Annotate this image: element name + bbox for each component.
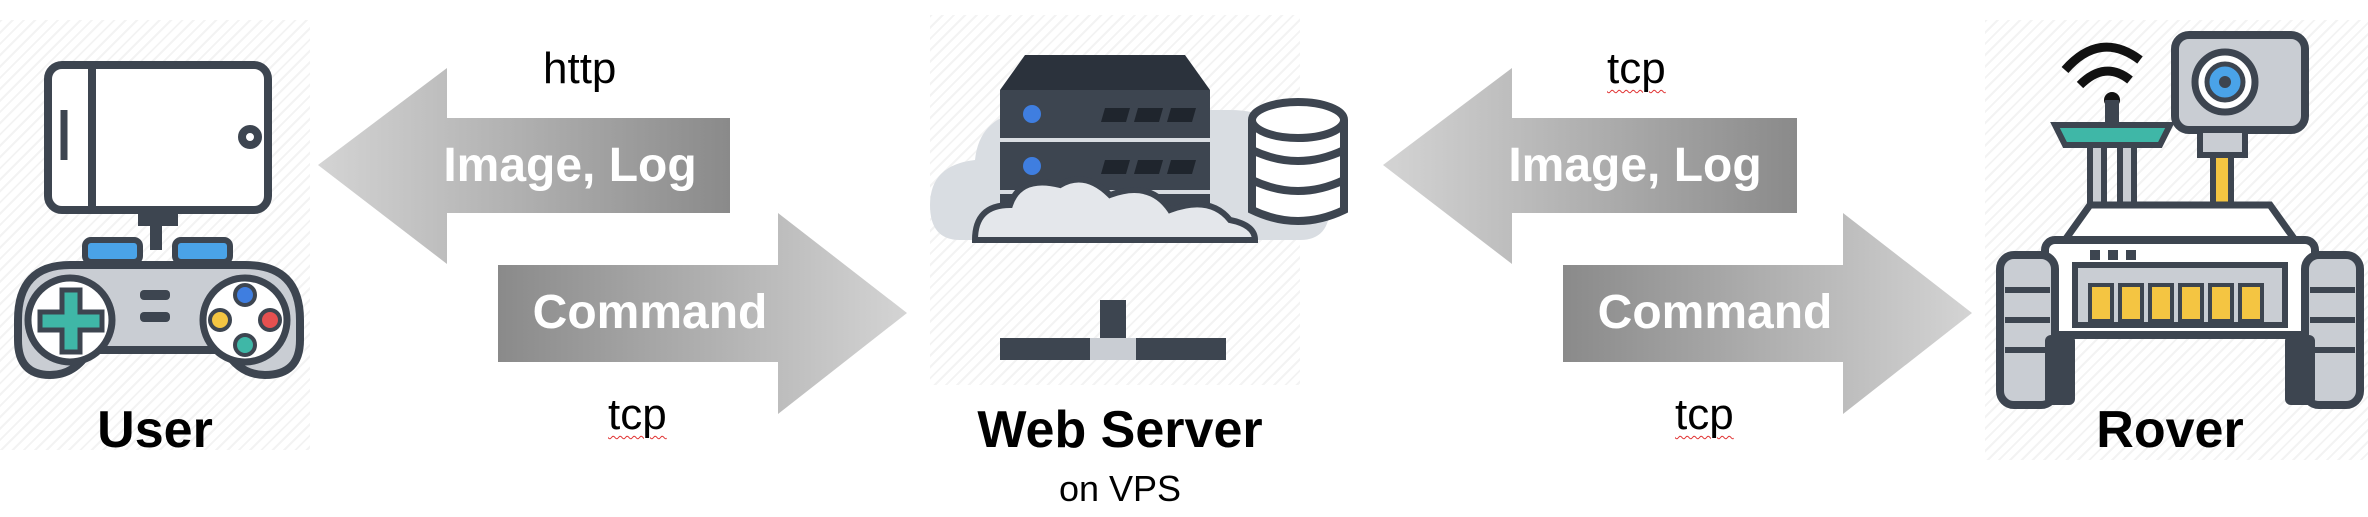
wheel-icon [1996, 251, 2364, 409]
arrow-right-bottom [1563, 213, 1972, 414]
camera-icon [2171, 31, 2309, 258]
server-sublabel: on VPS [1058, 468, 1182, 509]
cable-icon [138, 210, 178, 250]
protocol-label-right-bottom: tcp [1675, 390, 1734, 439]
user-label: User [97, 401, 213, 459]
arrow-right-bottom-label: Command [1597, 286, 1833, 339]
rover-label: Rover [2096, 401, 2244, 459]
arrow-right-top [1383, 68, 1797, 264]
rover-body-icon [2041, 201, 2319, 339]
protocol-label-left-top: http [543, 44, 617, 93]
wheel-inner-icon [2045, 335, 2315, 405]
arrow-right-top-label: Image, Log [1508, 139, 1762, 192]
gamepad-icon [14, 237, 304, 380]
server-label: Web Server [977, 401, 1263, 459]
server-rack-icon [971, 55, 1259, 243]
network-icon [1000, 300, 1226, 360]
wifi-icon [2061, 42, 2143, 108]
database-icon [1248, 98, 1348, 225]
protocol-label-left-bottom: tcp [608, 390, 667, 439]
arrow-left-top [318, 68, 730, 264]
protocol-label-right-top: tcp [1607, 44, 1666, 93]
arrow-left-top-label: Image, Log [443, 139, 697, 192]
arrow-left-bottom [498, 213, 907, 414]
tablet-icon [44, 61, 272, 214]
arrow-left-bottom-label: Command [532, 286, 768, 339]
